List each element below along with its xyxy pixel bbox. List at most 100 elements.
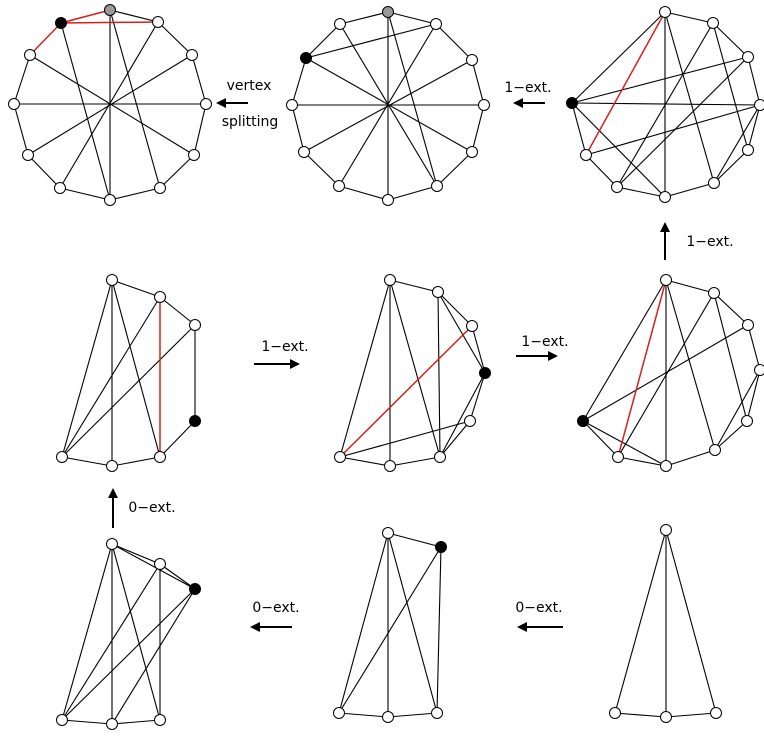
arrow-1ext-right-up-head [660,222,670,232]
graph-b-vertex [382,711,394,723]
graph-h-edge [303,59,473,153]
graph-h-edge [305,23,341,59]
graph-c-vertex [189,583,201,595]
graph-f-edge [582,420,667,467]
graph-h-edge [339,23,438,187]
graph-f-vertex [660,274,672,286]
graph-f-edge [665,449,716,467]
arrow-0ext-bottom-right-head [517,622,527,632]
graph-i-vertex [154,182,166,194]
graph-i-highlight-edge [60,21,159,24]
graph-h-vertex [298,146,310,158]
graph-g-edge [571,102,761,106]
graph-g-edge [571,56,749,104]
graph-a-graph [609,524,722,723]
graph-b-edge [338,712,389,718]
graph-a-edge [614,529,667,714]
graph-i-highlight-edge [60,9,111,24]
graph-h-edge [435,23,473,61]
graph-f-edge [617,456,667,467]
graph-i-edge [159,154,195,189]
graph-i-vertex [104,194,116,206]
arrow-1ext-top [513,98,545,108]
label-splitting: splitting [222,114,279,130]
graph-d-vertex [106,460,118,472]
graph-g-edge [664,182,715,198]
graph-i-edge [109,9,161,189]
arrow-1ext-top-head [513,98,523,108]
arrow-0ext-left-up [108,488,118,528]
graph-g-vertex [659,6,671,18]
graph-d-edge [159,420,196,458]
graph-h-edge [436,151,473,187]
graph-h-graph [286,6,490,206]
label-0ext-bottom-left: 0−ext. [252,600,299,616]
graph-g-edge [571,102,587,156]
graph-f-edge [714,369,761,451]
arrow-0ext-left-up-head [108,488,118,498]
graph-h-edge [387,11,437,25]
graph-c-edge [61,563,161,721]
graph-g-vertex [708,177,720,189]
graph-g-edge [571,102,666,198]
graph-f-edge [714,420,748,451]
graph-f-vertex [577,415,589,427]
arrow-1ext-right-up [660,222,670,260]
graph-h-edge [471,104,485,153]
graph-e-edge [437,291,441,458]
graph-i-edge [109,187,161,201]
graph-d-vertex [154,451,166,463]
graph-e-edge [439,372,486,458]
graph-d-edge [111,279,161,298]
graph-e-edge [437,291,473,327]
graph-d-vertex [189,319,201,331]
graph-h-edge [471,59,485,106]
graph-h-vertex [466,54,478,66]
graph-d-edge [111,456,161,467]
graph-b-vertex [382,527,394,539]
graph-g-vertex [742,51,754,63]
graph-f-vertex [741,415,753,427]
arrow-vertex-splitting-head [216,98,226,108]
graph-g-edge [585,104,761,156]
graph-g-graph [566,6,764,203]
graph-h-vertex [300,52,312,64]
graph-f-edge [747,324,761,371]
label-1ext-top: 1−ext. [504,80,551,96]
arrow-vertex-splitting [216,98,248,108]
graph-i-vertex [152,16,164,28]
graph-c-edge [111,543,161,565]
graph-e-highlight-edge [339,325,473,458]
graph-e-graph [334,274,491,472]
graph-a-edge [614,712,667,718]
graph-h-vertex [478,99,490,111]
graph-c-vertex [154,714,166,726]
arrow-1ext-mid-left [254,359,300,369]
graph-g-edge [585,154,618,188]
graph-c-edge [111,543,196,590]
graph-f-highlight-edge [617,279,667,458]
label-1ext-right: 1−ext. [686,234,733,250]
graph-e-vertex [434,451,446,463]
graph-d-edge [61,324,196,458]
label-0ext-bottom-right: 0−ext. [515,600,562,616]
graph-f-vertex [612,451,624,463]
graph-d-edge [61,296,161,458]
graph-b-vertex [435,541,447,553]
graph-g-edge [616,186,666,198]
graph-e-edge [389,279,439,293]
graph-f-edge [582,324,749,422]
graph-g-edge [664,11,714,24]
graph-i-vertex [188,149,200,161]
graph-b-graph [333,527,447,723]
graph-b-edge [387,712,438,718]
graph-b-vertex [333,707,345,719]
graph-c-vertex [106,718,118,730]
graph-i-highlight-edge [29,22,62,56]
graph-g-edge [713,104,761,184]
graph-g-edge [571,11,666,104]
graph-c-vertex [56,714,68,726]
graph-h-vertex [431,180,443,192]
graph-c-edge [111,588,196,725]
graph-g-vertex [659,191,671,203]
